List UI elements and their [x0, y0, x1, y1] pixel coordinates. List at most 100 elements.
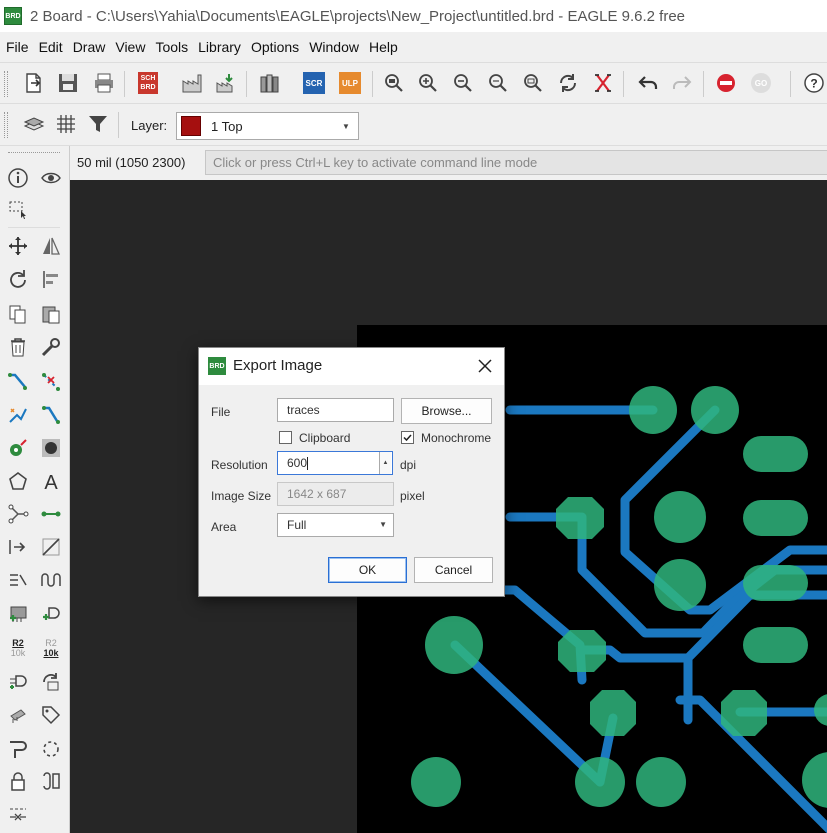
rotate-tool[interactable] — [4, 265, 32, 293]
tag-icon — [42, 706, 61, 725]
fanout-tool[interactable] — [37, 401, 65, 429]
line-tool[interactable] — [37, 533, 65, 561]
hole-tool[interactable] — [37, 434, 65, 462]
polygon-tool[interactable] — [4, 467, 32, 495]
value-tool[interactable]: R2 10k — [37, 634, 65, 662]
wire-tool[interactable] — [37, 500, 65, 528]
undo-icon — [638, 76, 658, 89]
menu-window[interactable]: Window — [309, 39, 359, 55]
add-part-tool[interactable] — [4, 600, 32, 628]
grid-button[interactable] — [52, 110, 80, 138]
resolution-spinner[interactable]: ▲ ▼ — [379, 452, 391, 488]
lock-tool[interactable] — [4, 767, 32, 795]
run-script-button[interactable]: SCR — [300, 69, 328, 97]
menu-options[interactable]: Options — [250, 39, 300, 55]
run-ulp-button[interactable]: ULP — [336, 69, 364, 97]
menu-help[interactable]: Help — [368, 39, 398, 55]
more-tools-button[interactable] — [4, 800, 32, 828]
redo-icon — [673, 76, 692, 89]
redraw-button[interactable] — [554, 69, 582, 97]
ripup-tool[interactable] — [37, 368, 65, 396]
cancel-button[interactable]: Cancel — [414, 557, 493, 583]
clipboard-checkbox[interactable] — [279, 431, 292, 444]
area-label: Area — [211, 520, 237, 534]
connect-tool[interactable] — [37, 767, 65, 795]
move-tool[interactable] — [4, 232, 32, 260]
ripup-icon — [42, 373, 60, 391]
delete-tool[interactable] — [4, 333, 32, 361]
copy-tool[interactable] — [4, 300, 32, 328]
menu-library[interactable]: Library — [198, 39, 241, 55]
autorouter-tool[interactable] — [4, 401, 32, 429]
menu-tools[interactable]: Tools — [155, 39, 189, 55]
eagle-board-icon: BRD — [4, 7, 22, 25]
print-button[interactable] — [90, 69, 118, 97]
attribute-tool[interactable] — [37, 701, 65, 729]
monochrome-checkbox[interactable] — [401, 431, 414, 444]
toolbar-grip[interactable] — [4, 112, 8, 138]
pinswap-tool[interactable] — [4, 668, 32, 696]
command-line-input[interactable]: Click or press Ctrl+L key to activate co… — [205, 150, 827, 175]
library-manager-button[interactable] — [256, 69, 284, 97]
stop-button[interactable] — [712, 69, 740, 97]
10k-label: 10k — [10, 648, 26, 658]
manufacturing-button[interactable] — [212, 69, 240, 97]
meander-tool[interactable] — [4, 566, 32, 594]
refresh-icon — [559, 74, 577, 92]
route-icon — [8, 373, 27, 390]
zoom-fit-button[interactable] — [380, 69, 408, 97]
layer-select[interactable]: 1 Top ▼ — [176, 112, 359, 140]
open-button[interactable] — [20, 69, 48, 97]
command-palette: A R2 10k R2 10k — [0, 146, 70, 833]
mirror-tool[interactable] — [37, 232, 65, 260]
align-tool[interactable] — [37, 265, 65, 293]
resolution-input[interactable]: 600 ▲ ▼ — [277, 451, 393, 488]
menu-edit[interactable]: Edit — [38, 39, 63, 55]
show-tool[interactable] — [37, 164, 65, 192]
signal-tool[interactable] — [4, 500, 32, 528]
ratsnest-button[interactable] — [589, 69, 617, 97]
redo-button[interactable] — [668, 69, 696, 97]
switch-schematic-button[interactable]: SCH BRD — [134, 69, 162, 97]
main-toolbar: SCH BRD SCR ULP — [0, 62, 827, 104]
paste-tool[interactable] — [37, 300, 65, 328]
close-button[interactable] — [475, 356, 495, 376]
info-tool[interactable] — [4, 164, 32, 192]
dimension-tool[interactable] — [4, 533, 32, 561]
replace-tool[interactable] — [37, 668, 65, 696]
add-gate-tool[interactable] — [37, 600, 65, 628]
text-tool[interactable]: A — [37, 467, 65, 495]
split-tool[interactable] — [4, 735, 32, 763]
optimize-tool[interactable] — [37, 735, 65, 763]
spin-up-icon[interactable]: ▲ — [382, 460, 389, 466]
file-input[interactable]: traces — [277, 398, 394, 422]
select-tool[interactable] — [4, 196, 32, 224]
route-tool[interactable] — [4, 368, 32, 396]
change-tool[interactable] — [37, 333, 65, 361]
help-button[interactable]: ? — [800, 69, 827, 97]
area-select[interactable]: Full ▼ — [277, 513, 394, 537]
smash-tool[interactable] — [4, 701, 32, 729]
filter-button[interactable] — [84, 110, 112, 138]
via-tool[interactable] — [4, 434, 32, 462]
meander-wave-tool[interactable] — [37, 566, 65, 594]
browse-button[interactable]: Browse... — [401, 398, 492, 424]
stop-icon — [717, 74, 735, 92]
zoom-out-button[interactable] — [449, 69, 477, 97]
zoom-area-button[interactable] — [519, 69, 547, 97]
ulp-icon: ULP — [339, 72, 361, 94]
undo-button[interactable] — [634, 69, 662, 97]
menu-view[interactable]: View — [115, 39, 146, 55]
toolbar-grip[interactable] — [4, 71, 8, 97]
menu-file[interactable]: File — [6, 39, 29, 55]
menu-draw[interactable]: Draw — [72, 39, 106, 55]
save-button[interactable] — [54, 69, 82, 97]
cam-button[interactable] — [178, 69, 206, 97]
zoom-in-button[interactable] — [414, 69, 442, 97]
layer-settings-button[interactable] — [20, 110, 48, 138]
go-button[interactable]: GO — [747, 69, 775, 97]
ok-button[interactable]: OK — [328, 557, 407, 583]
name-tool[interactable]: R2 10k — [4, 634, 32, 662]
parallel-lines-icon — [10, 574, 27, 586]
zoom-select-button[interactable] — [484, 69, 512, 97]
